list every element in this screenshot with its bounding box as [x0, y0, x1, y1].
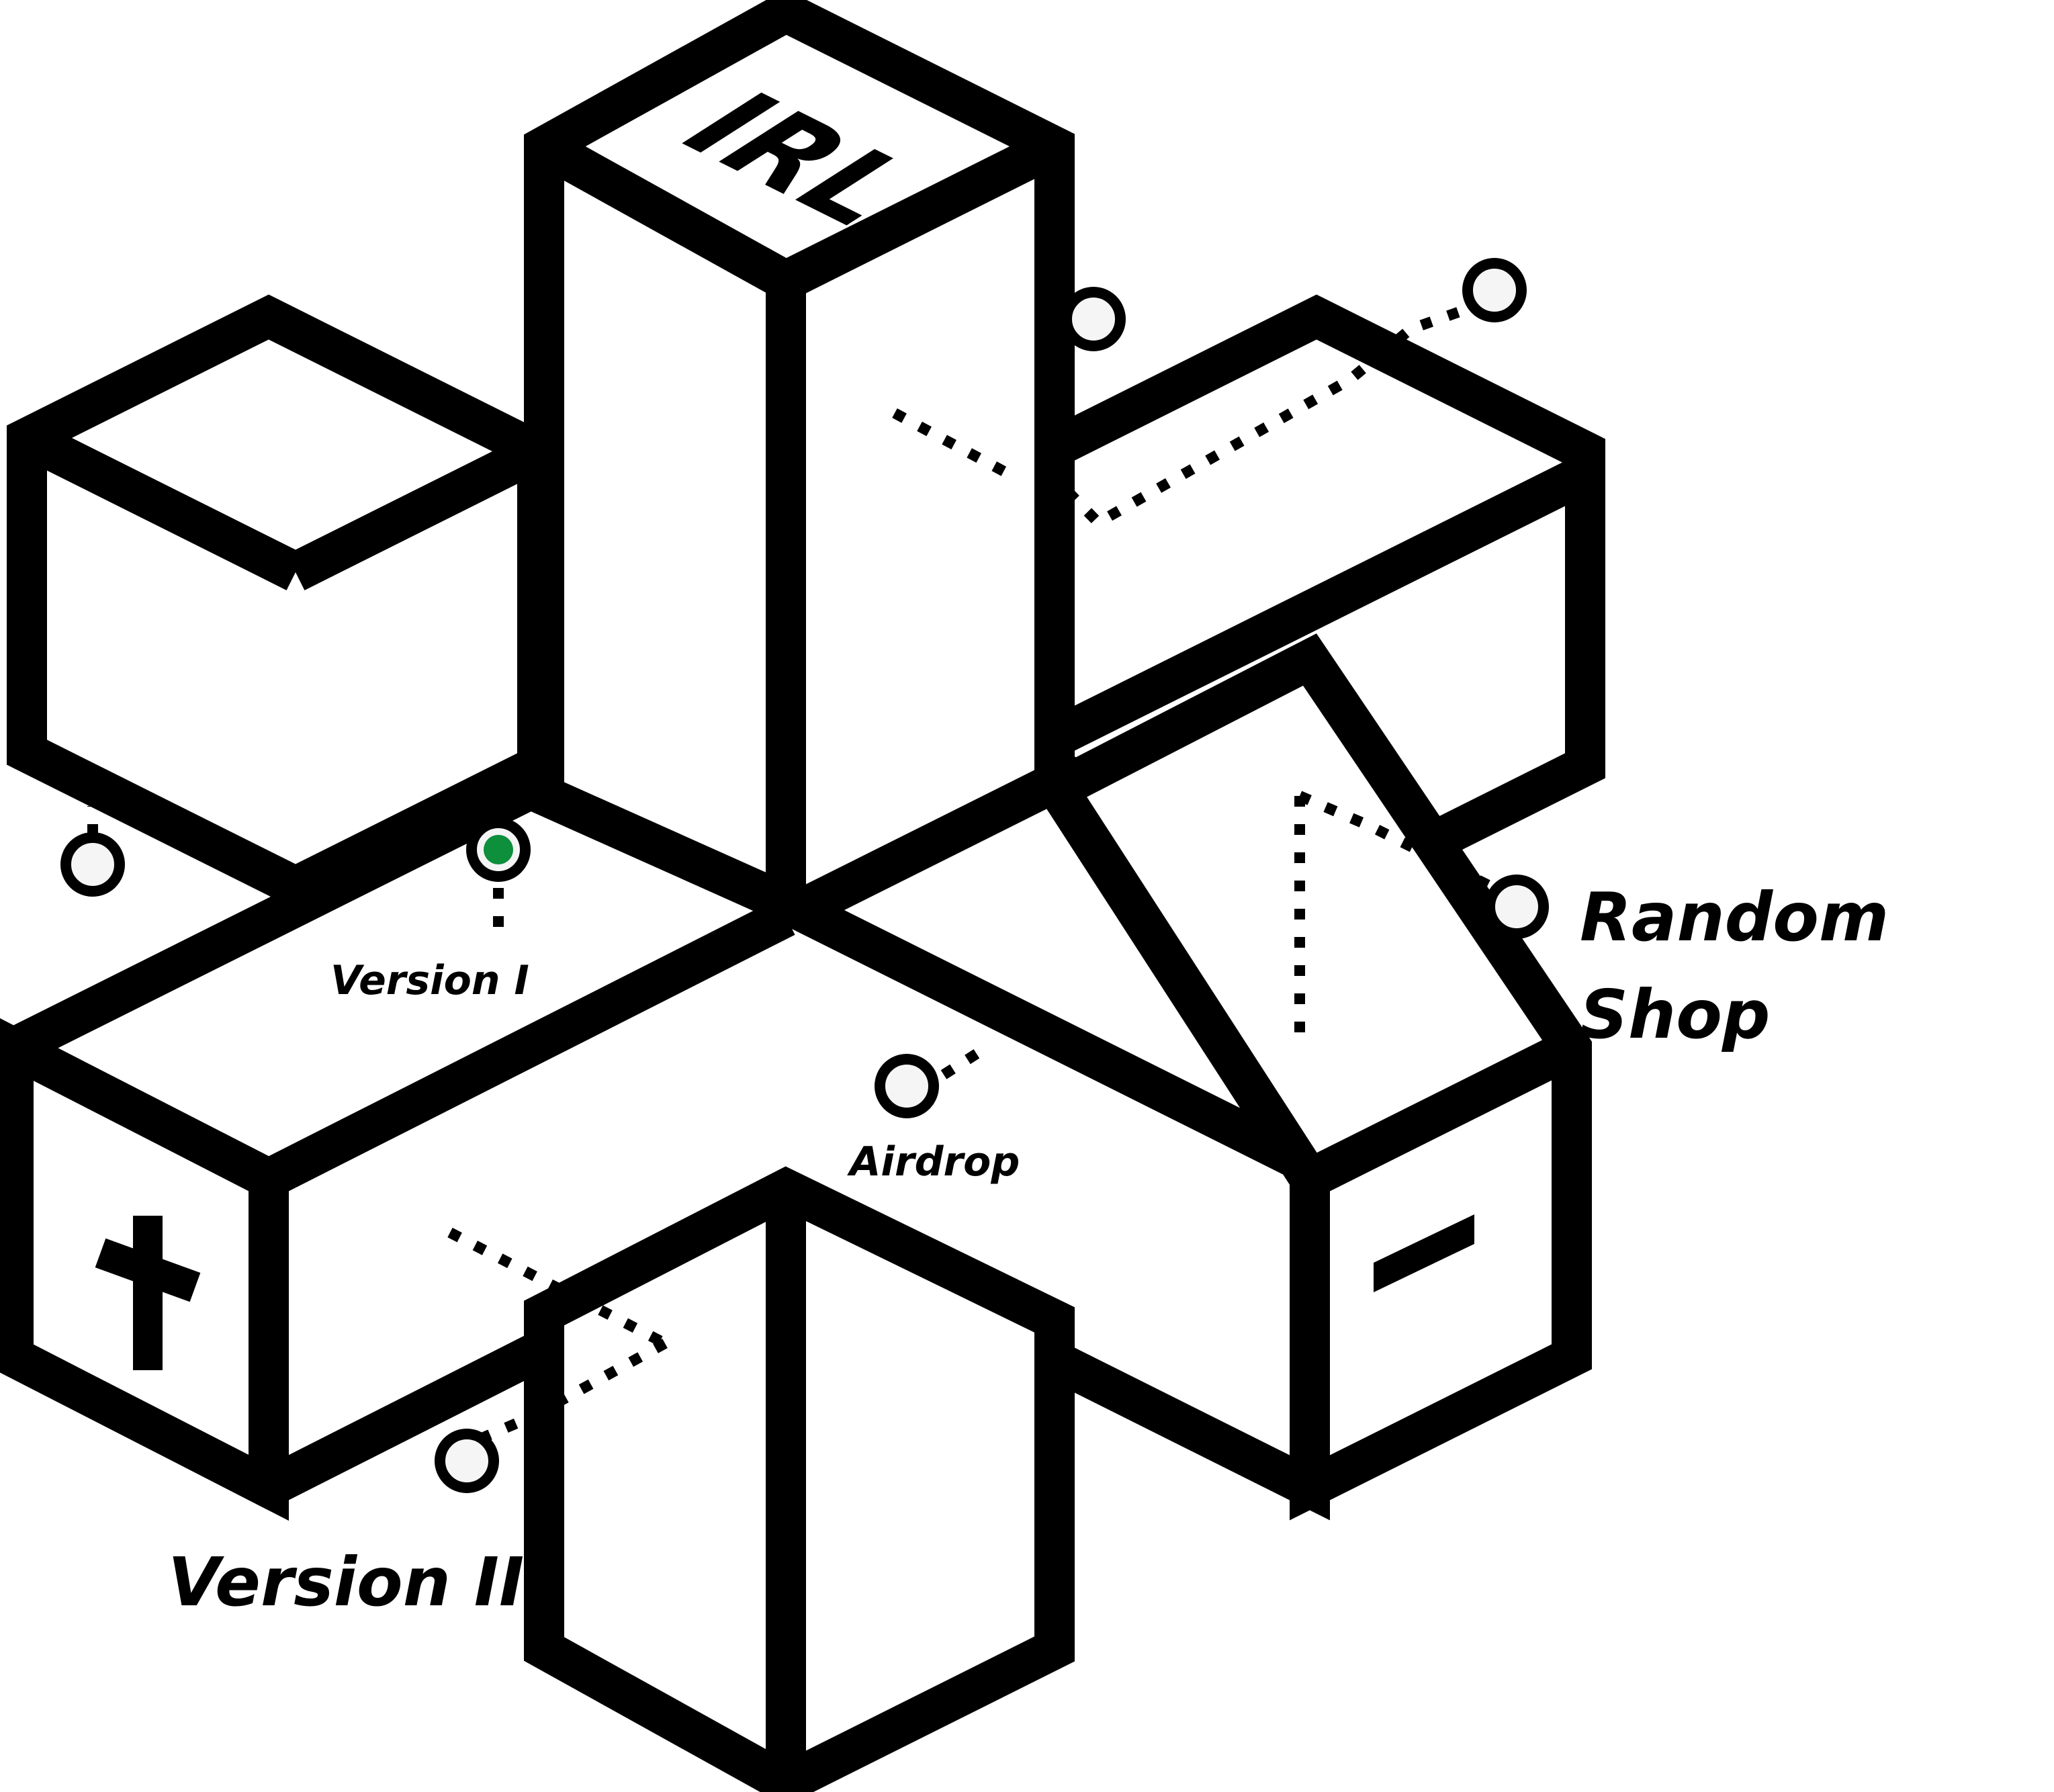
- version-1-label: Version I: [330, 957, 529, 1004]
- text-labels: Version I Airdrop Random Shop Version II: [168, 878, 1889, 1621]
- bottom-pillar: [524, 1166, 1075, 1792]
- node-random-shop[interactable]: [1484, 875, 1549, 939]
- minus-symbol: [1374, 1214, 1474, 1292]
- node-version-1-active-dot: [484, 835, 513, 864]
- version-2-label: Version II: [168, 1543, 524, 1621]
- node-left[interactable]: [60, 832, 125, 897]
- random-shop-label-line2: Shop: [1580, 975, 1771, 1054]
- minus-block: [1028, 633, 1592, 1521]
- random-shop-label-line1: Random: [1580, 878, 1889, 956]
- back-left-block: [7, 294, 557, 909]
- node-top-middle[interactable]: [1061, 287, 1126, 351]
- airdrop-label: Airdrop: [847, 1138, 1020, 1185]
- plus-symbol: [95, 1216, 201, 1370]
- node-version-2[interactable]: [435, 1429, 499, 1493]
- node-airdrop[interactable]: [875, 1054, 939, 1118]
- nodes: [60, 258, 1549, 1493]
- node-top-right[interactable]: [1462, 258, 1527, 322]
